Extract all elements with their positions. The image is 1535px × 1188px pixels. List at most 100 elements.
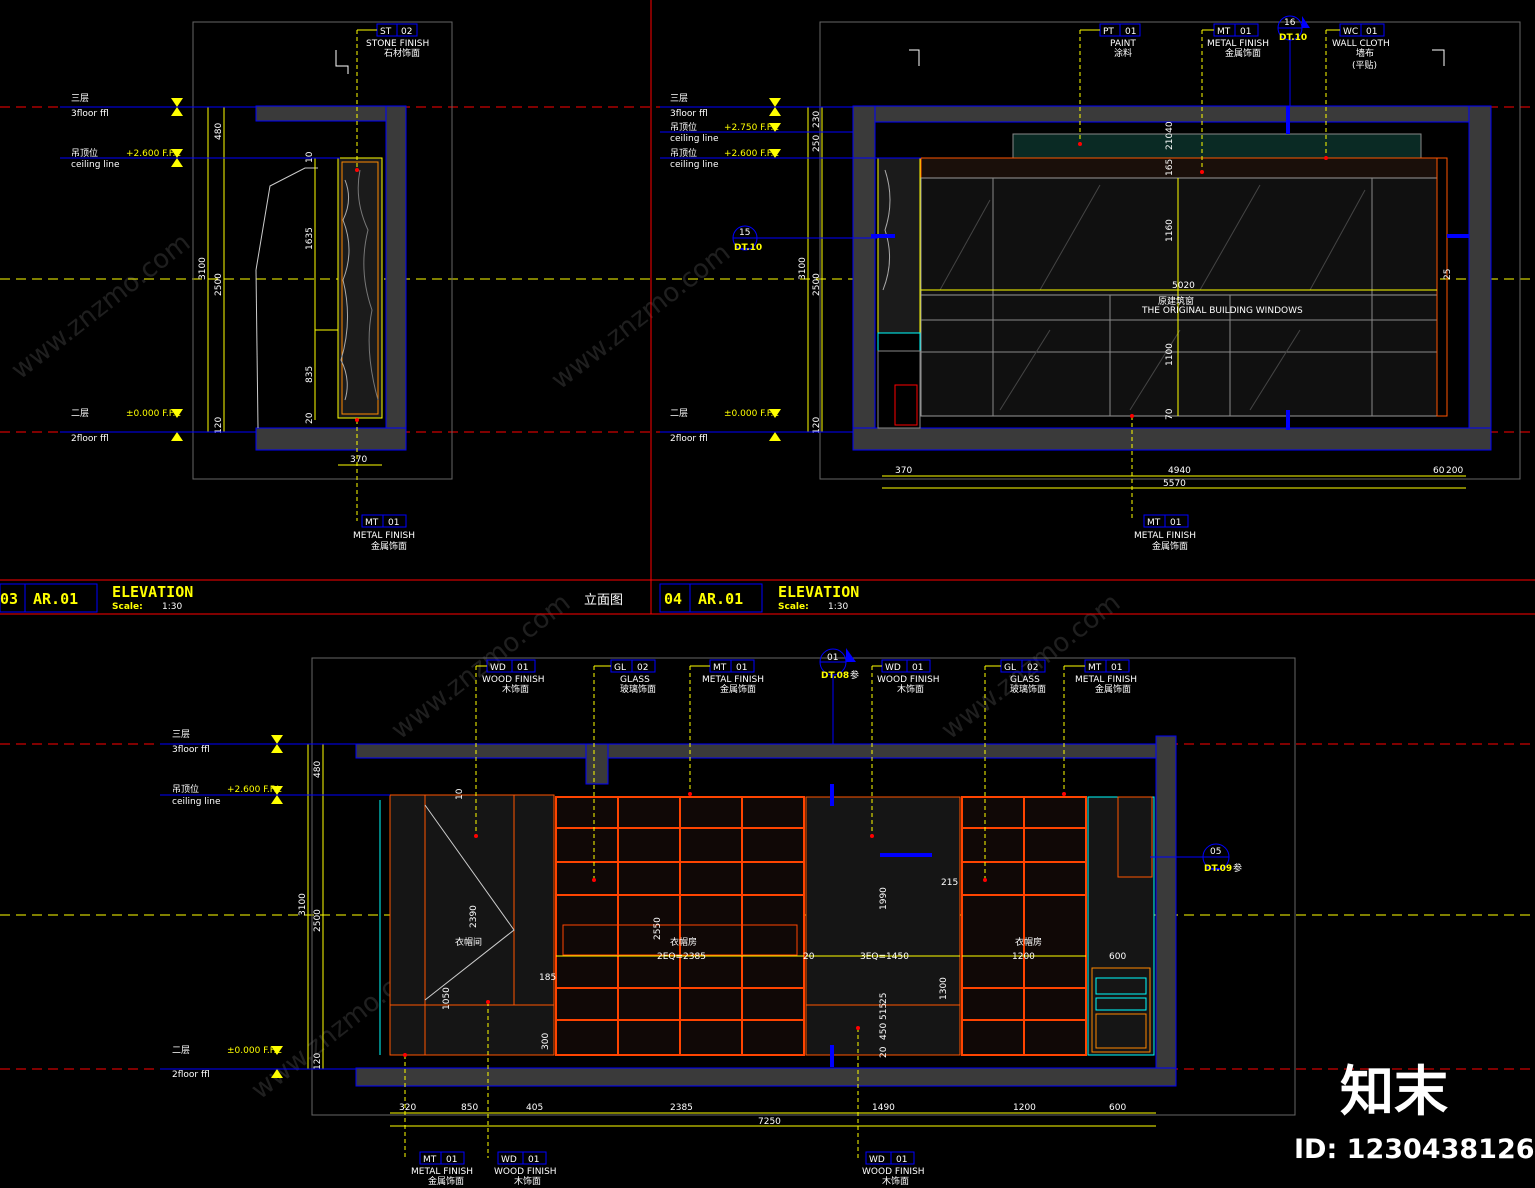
bdim-185: 185 bbox=[539, 973, 556, 983]
svg-text:木饰面: 木饰面 bbox=[882, 1175, 909, 1187]
inner-600: 600 bbox=[1109, 952, 1126, 962]
svg-text:01: 01 bbox=[1366, 27, 1377, 37]
svg-text:MT: MT bbox=[1217, 27, 1231, 37]
brand-logo: 知末 bbox=[1340, 1060, 1448, 1123]
svg-text:金属饰面: 金属饰面 bbox=[720, 683, 756, 695]
dim-21040: 21040 bbox=[1165, 121, 1175, 150]
level-bottom-en: 2floor ffl bbox=[71, 434, 109, 444]
callout-16: 16 DT.10 bbox=[1277, 15, 1310, 106]
level-bottom-label: 二层 bbox=[71, 408, 89, 419]
svg-text:木饰面: 木饰面 bbox=[897, 683, 924, 695]
dim-480: 480 bbox=[214, 123, 224, 140]
svg-text:01: 01 bbox=[912, 663, 923, 673]
level-top-label: 三层 bbox=[71, 93, 89, 104]
svg-text:Scale:: Scale: bbox=[112, 602, 143, 612]
blevel-ceiling: 吊顶位 bbox=[172, 783, 199, 795]
level-top-en: 3floor ffl bbox=[71, 109, 109, 119]
level-ceiling2-val: +2.600 F.F.L bbox=[724, 149, 778, 159]
tag-mt01-03: MT 01 METAL FINISH 金属饰面 bbox=[353, 418, 415, 552]
dim-4940: 4940 bbox=[1168, 466, 1191, 476]
svg-text:DT.10: DT.10 bbox=[1279, 33, 1307, 43]
level-bottom-label-04: 二层 bbox=[670, 408, 688, 419]
elevation-03: 480 3100 2500 1635 835 120 10 20 370 三层 … bbox=[60, 21, 453, 552]
sheet-borders bbox=[0, 0, 1535, 615]
bdim-25: 25 bbox=[879, 993, 889, 1004]
svg-text:参: 参 bbox=[1233, 862, 1242, 874]
svg-text:01: 01 bbox=[1111, 663, 1122, 673]
image-id: ID: 1230438126 bbox=[1294, 1134, 1535, 1165]
svg-text:Scale:: Scale: bbox=[778, 602, 809, 612]
dim-25: 25 bbox=[1443, 269, 1453, 280]
bdim-480: 480 bbox=[313, 761, 323, 778]
dim-250: 250 bbox=[812, 135, 822, 152]
svg-text:1:30: 1:30 bbox=[162, 602, 182, 612]
callout-15: 15 DT.10 bbox=[732, 225, 878, 253]
blevel-bottom-en: 2floor ffl bbox=[172, 1070, 210, 1080]
level-top-en-04: 3floor ffl bbox=[670, 109, 708, 119]
bhdim-320: 320 bbox=[399, 1103, 416, 1113]
svg-text:(平贴): (平贴) bbox=[1352, 59, 1377, 71]
svg-text:金属饰面: 金属饰面 bbox=[1095, 683, 1131, 695]
title-block-03: 03 AR.01 ELEVATION Scale: 1:30 bbox=[0, 583, 193, 613]
inner-2eq: 2EQ=2385 bbox=[657, 952, 706, 962]
dim-370: 370 bbox=[350, 455, 367, 465]
svg-text:01: 01 bbox=[1125, 27, 1136, 37]
svg-text:WOOD FINISH: WOOD FINISH bbox=[494, 1167, 557, 1177]
svg-text:WOOD FINISH: WOOD FINISH bbox=[482, 675, 545, 685]
svg-text:金属饰面: 金属饰面 bbox=[1225, 47, 1261, 59]
svg-text:1:30: 1:30 bbox=[828, 602, 848, 612]
svg-text:01: 01 bbox=[528, 1155, 539, 1165]
svg-text:METAL FINISH: METAL FINISH bbox=[1207, 39, 1269, 49]
dim-165: 165 bbox=[1165, 159, 1175, 176]
bdim-10: 10 bbox=[455, 788, 465, 800]
level-bottom-en-04: 2floor ffl bbox=[670, 434, 708, 444]
svg-text:ELEVATION: ELEVATION bbox=[778, 583, 859, 601]
svg-text:01: 01 bbox=[388, 518, 399, 528]
elevation-bottom: 480 3100 2500 120 10 2390 1050 300 185 1… bbox=[160, 657, 1296, 1127]
inner-3eq: 3EQ=1450 bbox=[860, 952, 909, 962]
svg-text:DT.09: DT.09 bbox=[1204, 864, 1232, 874]
dim-3100-04: 3100 bbox=[798, 257, 808, 280]
blevel-top: 三层 bbox=[172, 729, 190, 740]
bhdim-850: 850 bbox=[461, 1103, 478, 1113]
svg-text:01: 01 bbox=[896, 1155, 907, 1165]
bdim-3100: 3100 bbox=[298, 893, 308, 916]
svg-text:02: 02 bbox=[1027, 663, 1038, 673]
level-ceiling2-en: ceiling line bbox=[670, 160, 719, 170]
dim-2500: 2500 bbox=[214, 273, 224, 296]
blevel-top-en: 3floor ffl bbox=[172, 745, 210, 755]
inner-20: 20 bbox=[803, 952, 815, 962]
elevation-04: 230 250 3100 2500 1160 1100 120 165 2104… bbox=[660, 15, 1521, 552]
svg-text:01: 01 bbox=[446, 1155, 457, 1165]
tag-pt01: PT 01 PAINT 涂料 bbox=[1078, 23, 1141, 146]
svg-text:WD: WD bbox=[501, 1155, 517, 1165]
svg-text:WD: WD bbox=[869, 1155, 885, 1165]
dim-200: 200 bbox=[1446, 466, 1463, 476]
inner-2550: 2550 bbox=[653, 917, 663, 940]
level-bottom-val: ±0.000 F.F.L bbox=[126, 409, 180, 419]
svg-text:玻璃饰面: 玻璃饰面 bbox=[620, 683, 656, 695]
faint-watermark-4: www.znzmo.com bbox=[386, 588, 576, 746]
bhdim-1490: 1490 bbox=[872, 1103, 895, 1113]
tag-mt01-04a: MT 01 METAL FINISH 金属饰面 bbox=[1200, 23, 1269, 174]
svg-text:金属饰面: 金属饰面 bbox=[428, 1175, 464, 1187]
level-bottom-val-04: ±0.000 F.F.L bbox=[724, 409, 778, 419]
blevel-ceiling-val: +2.600 F.F.L bbox=[227, 785, 281, 795]
bdim-2500: 2500 bbox=[313, 909, 323, 932]
blevel-bottom-val: ±0.000 F.F.L bbox=[227, 1046, 281, 1056]
dim-120: 120 bbox=[214, 417, 224, 434]
blevel-bottom: 二层 bbox=[172, 1045, 190, 1056]
dim-3100: 3100 bbox=[198, 257, 208, 280]
note-1: 衣帽间 bbox=[455, 936, 482, 948]
bhdim-7250: 7250 bbox=[758, 1117, 781, 1127]
bdim-1300: 1300 bbox=[939, 977, 949, 1000]
brand-watermark: 知末 ID: 1230438126 bbox=[1294, 1060, 1535, 1165]
svg-text:MT: MT bbox=[423, 1155, 437, 1165]
svg-text:04: 04 bbox=[664, 590, 682, 608]
bdim-120: 120 bbox=[313, 1053, 323, 1070]
bdim-515: 515 bbox=[879, 1003, 889, 1020]
svg-text:金属饰面: 金属饰面 bbox=[1152, 540, 1188, 552]
svg-text:墙布: 墙布 bbox=[1356, 47, 1374, 59]
